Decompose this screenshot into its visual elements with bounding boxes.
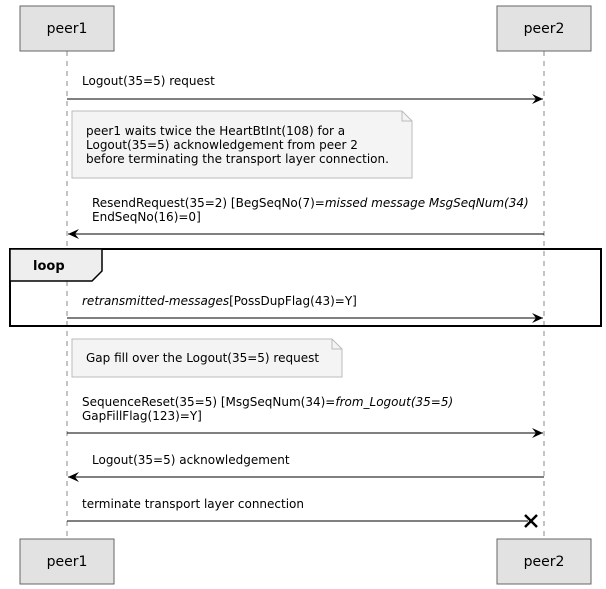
participant-peer1-top: peer1	[19, 5, 115, 52]
message-label: Logout(35=5) acknowledgement	[92, 453, 290, 467]
participant-peer2-bottom: peer2	[496, 538, 592, 585]
loop-fragment: loop	[9, 248, 602, 327]
message-label: GapFillFlag(123)=Y]	[82, 409, 202, 423]
message-label: SequenceReset(35=5) [MsgSeqNum(34)=from_…	[82, 395, 453, 409]
message-label: EndSeqNo(16)=0]	[92, 210, 201, 224]
participant-peer1-bottom: peer1	[19, 538, 115, 585]
participant-label: peer1	[47, 554, 88, 570]
message-label: retransmitted-messages[PossDupFlag(43)=Y…	[82, 294, 357, 308]
participant-label: peer2	[524, 21, 565, 37]
message-label: terminate transport layer connection	[82, 497, 304, 511]
participant-label: peer1	[47, 21, 88, 37]
participant-label: peer2	[524, 554, 565, 570]
note: Gap fill over the Logout(35=5) request	[71, 338, 343, 378]
loop-label: loop	[33, 259, 65, 274]
note-text: peer1 waits twice the HeartBtInt(108) fo…	[86, 124, 345, 138]
participant-peer2-top: peer2	[496, 5, 592, 52]
note: peer1 waits twice the HeartBtInt(108) fo…	[71, 110, 413, 179]
message-label: Logout(35=5) request	[82, 74, 215, 88]
note-text: before terminating the transport layer c…	[86, 152, 389, 166]
note-text: Logout(35=5) acknowledgement from peer 2	[86, 138, 358, 152]
message-label: ResendRequest(35=2) [BegSeqNo(7)=missed …	[92, 196, 529, 210]
note-text: Gap fill over the Logout(35=5) request	[86, 351, 319, 365]
destroy-icon	[524, 514, 538, 528]
